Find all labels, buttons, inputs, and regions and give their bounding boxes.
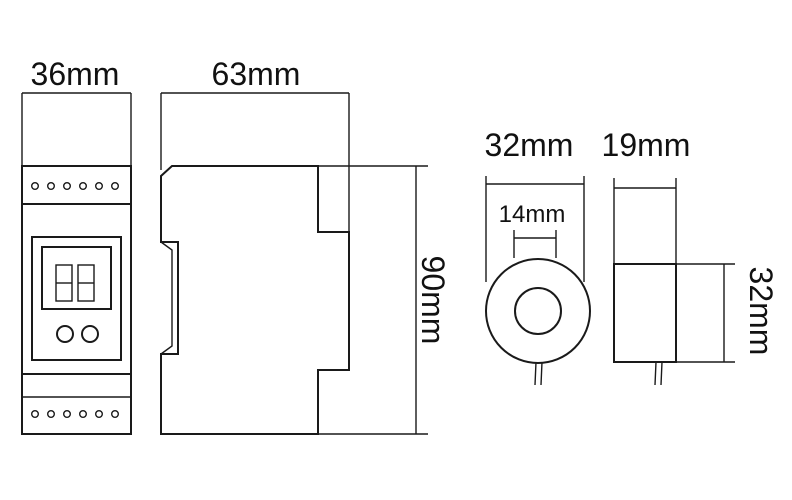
front-body xyxy=(21,203,132,375)
ct-lead-wires xyxy=(534,361,543,386)
bottom-terminal-block xyxy=(21,373,132,435)
side-profile xyxy=(160,165,350,435)
terminal xyxy=(47,410,56,419)
terminal xyxy=(94,181,103,190)
display-window xyxy=(41,246,112,310)
seven-segment-display xyxy=(55,264,95,302)
ct-height-label: 32mm xyxy=(743,267,779,356)
ct-outer-ring xyxy=(485,258,591,364)
terminal xyxy=(47,181,56,190)
ct-front-view: 32mm 14mm xyxy=(485,127,591,386)
front-width-label: 36mm xyxy=(31,56,120,92)
terminal xyxy=(78,181,87,190)
bottom-terminals xyxy=(31,410,119,419)
ct-side-view: 19mm 32mm xyxy=(602,127,779,386)
ct-side-lead-wires xyxy=(654,361,663,386)
ct-side-body xyxy=(613,263,677,363)
din-rail-clip xyxy=(160,241,173,355)
terminal xyxy=(94,410,103,419)
top-terminals xyxy=(31,181,119,190)
terminal xyxy=(63,410,72,419)
terminal xyxy=(110,181,119,190)
side-depth-label: 63mm xyxy=(212,56,301,92)
ct-hole-label: 14mm xyxy=(499,201,566,228)
height-label: 90mm xyxy=(415,256,451,345)
side-view: 63mm 90mm xyxy=(160,56,451,435)
button-right-icon xyxy=(81,325,99,343)
terminal xyxy=(31,410,40,419)
terminal xyxy=(78,410,87,419)
terminal xyxy=(63,181,72,190)
terminal xyxy=(110,410,119,419)
front-view: 36mm xyxy=(21,56,132,435)
button-left-icon xyxy=(56,325,74,343)
ct-diameter-label: 32mm xyxy=(485,127,574,163)
terminal xyxy=(31,181,40,190)
ct-thickness-label: 19mm xyxy=(602,127,691,163)
front-panel xyxy=(31,236,122,361)
ct-inner-hole xyxy=(514,287,562,335)
top-terminal-block xyxy=(21,165,132,205)
